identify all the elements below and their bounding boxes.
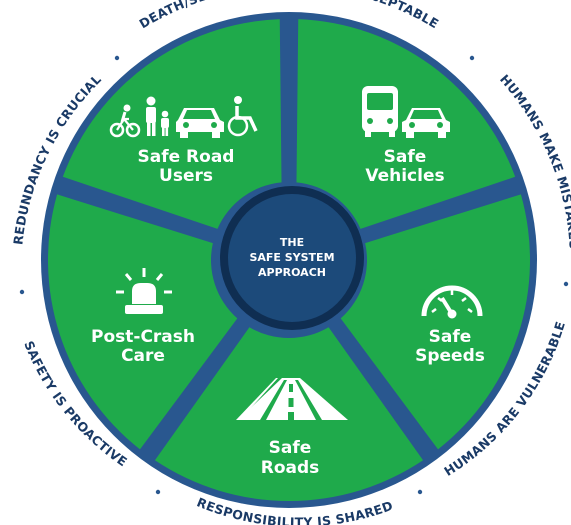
segment-label-vehicles-1: Safe [384, 147, 427, 167]
hub-circle [228, 194, 356, 322]
separator-dot [114, 55, 120, 61]
segment-label-vehicles-2: Vehicles [365, 166, 444, 186]
hub-line-2: SAFE SYSTEM [249, 251, 334, 264]
road-users-icon [109, 96, 258, 138]
speedometer-icon [421, 285, 483, 319]
segment-label-post-crash-1: Post-Crash [91, 327, 195, 347]
segment-label-speeds-1: Safe [429, 327, 472, 347]
segment-label-road-users-1: Safe Road [138, 147, 235, 167]
separator-dot [417, 489, 423, 495]
segment-label-roads-1: Safe [269, 438, 312, 458]
segment-label-roads-2: Roads [261, 458, 320, 478]
segment-labels: Safe Road Users Safe Vehicles Safe Speed… [91, 147, 485, 478]
road-icon [236, 378, 348, 420]
hub-line-1: THE [280, 236, 304, 249]
hub: THE SAFE SYSTEM APPROACH [220, 186, 364, 330]
segment-vehicles [62, 19, 282, 229]
hub-line-3: APPROACH [258, 266, 326, 279]
separator-dot [469, 55, 475, 61]
segment-roads [340, 194, 530, 450]
segment-label-post-crash-2: Care [121, 346, 165, 366]
segment-label-road-users-2: Users [159, 166, 213, 186]
vehicles-icon [362, 86, 450, 138]
separator-dots [19, 55, 569, 495]
separator-dot [19, 289, 25, 295]
siren-icon [116, 268, 172, 314]
segment-road-users [48, 194, 238, 450]
segment-label-speeds-2: Speeds [415, 346, 485, 366]
separator-dot [155, 489, 161, 495]
separator-dot [563, 281, 569, 287]
